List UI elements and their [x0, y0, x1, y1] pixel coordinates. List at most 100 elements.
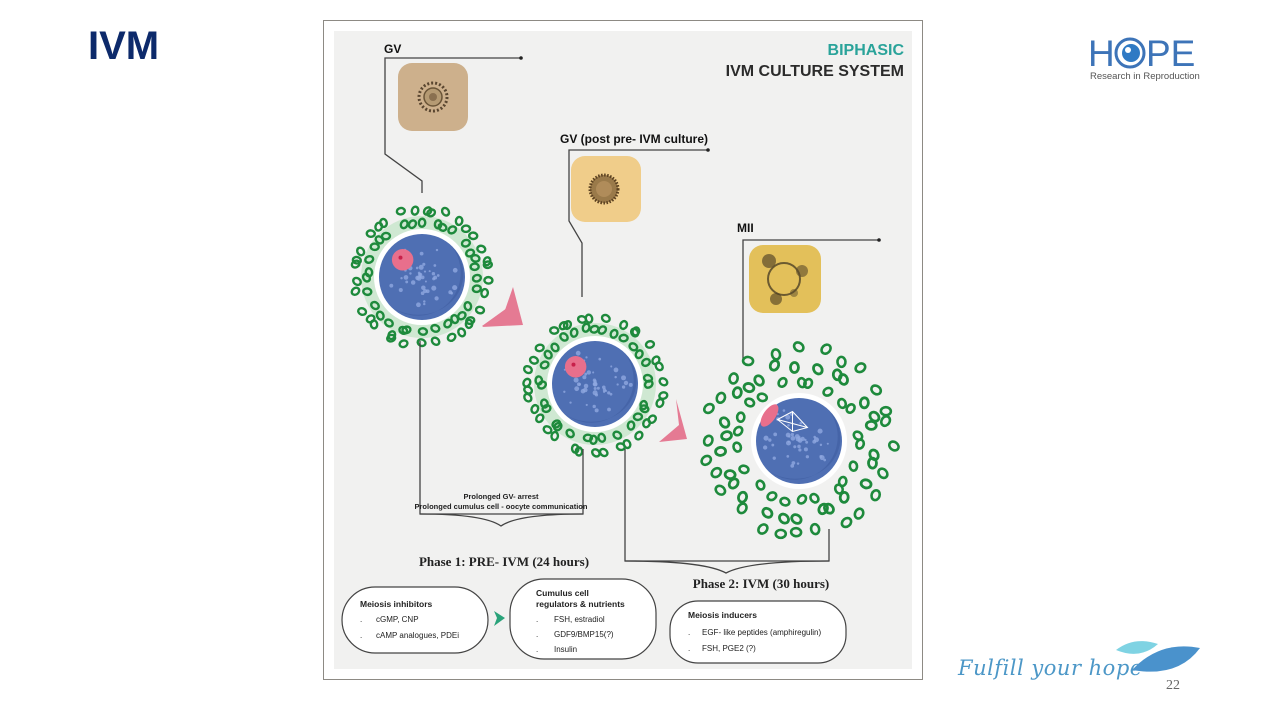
- cumulus-cell: [854, 362, 867, 374]
- cumulus-cell: [634, 430, 644, 441]
- cumulus-cell: [417, 327, 429, 336]
- cumulus-cell: [609, 328, 619, 339]
- gv-post-pre-ivm-oocyte: [522, 313, 669, 458]
- cytoplasm-granule: [569, 401, 572, 404]
- cumulus-cell: [559, 332, 569, 342]
- cumulus-cell: [809, 492, 820, 504]
- cytoplasm-granule: [762, 445, 768, 450]
- cumulus-cell: [422, 206, 433, 216]
- phase2-label: Phase 2: IVM (30 hours): [693, 576, 830, 591]
- cumulus-cell: [534, 375, 544, 386]
- cumulus-cell: [732, 425, 744, 437]
- cytoplasm-granule: [418, 275, 422, 279]
- cumulus-cell: [407, 219, 418, 230]
- cumulus-cell: [642, 418, 652, 429]
- cumulus-cell: [550, 342, 560, 353]
- cytoplasm-granule: [790, 463, 795, 468]
- box-item: EGF- like peptides (amphiregulin): [702, 628, 821, 637]
- cumulus-cell: [471, 284, 482, 294]
- cumulus-cell: [370, 300, 380, 311]
- cumulus-cell: [541, 404, 552, 414]
- cumulus-cell: [615, 442, 626, 452]
- cumulus-cell: [848, 460, 859, 472]
- cumulus-cell: [440, 206, 451, 217]
- cumulus-cell: [654, 361, 664, 372]
- cumulus-cell: [447, 225, 458, 235]
- cytoplasm-granule: [614, 375, 617, 379]
- box-arrow-icon: [494, 611, 505, 626]
- leader-line-gv: [384, 57, 521, 193]
- cytoplasm-granule: [583, 383, 589, 389]
- cumulus-cell: [720, 430, 733, 442]
- cumulus-cell: [539, 360, 550, 370]
- meiosis-inhibitors-box: Meiosis inhibitors . cGMP, CNP . cAMP an…: [341, 586, 489, 654]
- cytoplasm-granule: [771, 443, 775, 447]
- bullet: .: [536, 615, 538, 624]
- box-title: Meiosis inducers: [688, 610, 757, 620]
- cumulus-cell: [482, 260, 493, 270]
- cytoplasm-granule: [585, 356, 588, 359]
- cumulus-cell: [812, 363, 824, 376]
- cytoplasm-granule: [424, 280, 427, 283]
- cumulus-cell: [365, 314, 376, 324]
- cumulus-cell: [612, 430, 623, 440]
- cumulus-cell: [879, 415, 892, 428]
- cytoplasm-granule: [563, 390, 566, 393]
- box-item: FSH, PGE2 (?): [702, 644, 756, 653]
- cumulus-cell: [792, 341, 805, 353]
- cumulus-cell: [597, 325, 608, 335]
- cumulus-cell: [463, 301, 473, 312]
- cytoplasm-granule: [616, 383, 619, 386]
- cytoplasm-granule: [793, 445, 797, 449]
- cumulus-cell: [727, 477, 740, 490]
- cytoplasm-granule: [826, 442, 829, 445]
- cumulus-cell: [702, 402, 715, 415]
- leader-dot: [706, 148, 710, 152]
- cumulus-cell: [887, 440, 900, 452]
- polar-body: [760, 404, 779, 427]
- cumulus-cell: [565, 428, 575, 439]
- cumulus-cell: [710, 466, 723, 479]
- cytoplasm-granule: [607, 391, 611, 395]
- cytoplasm-granule: [598, 357, 602, 361]
- cumulus-cell: [584, 313, 594, 324]
- cumulus-cell: [822, 386, 834, 397]
- meiosis-inducers-box: Meiosis inducers . EGF- like peptides (a…: [669, 600, 847, 664]
- cumulus-cell: [535, 413, 545, 424]
- cytoplasm-granule: [423, 300, 426, 303]
- diagram-title-accent: BIPHASIC: [828, 42, 905, 59]
- cumulus-cell: [870, 488, 882, 502]
- cumulus-cell: [398, 325, 409, 335]
- cumulus-cell: [522, 377, 532, 388]
- progression-arrow-1: [482, 308, 507, 326]
- logo-letters-pe: PE: [1146, 33, 1195, 73]
- cytoplasm-granule: [592, 371, 595, 374]
- cumulus-cell: [619, 319, 629, 331]
- cytoplasm-granule: [628, 382, 633, 387]
- cumulus-cell: [430, 336, 441, 347]
- cumulus-cell: [474, 305, 486, 315]
- stage-label-mii: MII: [737, 221, 754, 235]
- cumulus-cell: [383, 318, 394, 328]
- cumulus-cell: [537, 380, 547, 390]
- cumulus-cell: [364, 267, 374, 278]
- phase2-brace: [624, 560, 830, 574]
- stage-label-gv-post: GV (post pre- IVM culture): [560, 132, 708, 146]
- bullet: .: [360, 615, 362, 624]
- cytoplasm-granule: [773, 432, 778, 437]
- cytoplasm-granule: [419, 251, 424, 256]
- cumulus-cell: [443, 318, 453, 329]
- cumulus-cell: [766, 491, 778, 502]
- cytoplasm-granule: [819, 455, 825, 461]
- cytoplasm-granule: [576, 382, 581, 387]
- cumulus-cell: [642, 373, 654, 383]
- bullet: .: [536, 630, 538, 639]
- phase2-bracket: [624, 449, 830, 562]
- cytoplasm-granule: [436, 274, 440, 277]
- cumulus-cell: [756, 392, 769, 403]
- cumulus-regulators-box: Cumulus cell regulators & nutrients . FS…: [509, 578, 657, 660]
- box-item: cAMP analogues, PDEi: [376, 631, 459, 640]
- cumulus-cell: [398, 339, 409, 349]
- cumulus-cell: [380, 231, 392, 241]
- box-title: Meiosis inhibitors: [360, 599, 433, 609]
